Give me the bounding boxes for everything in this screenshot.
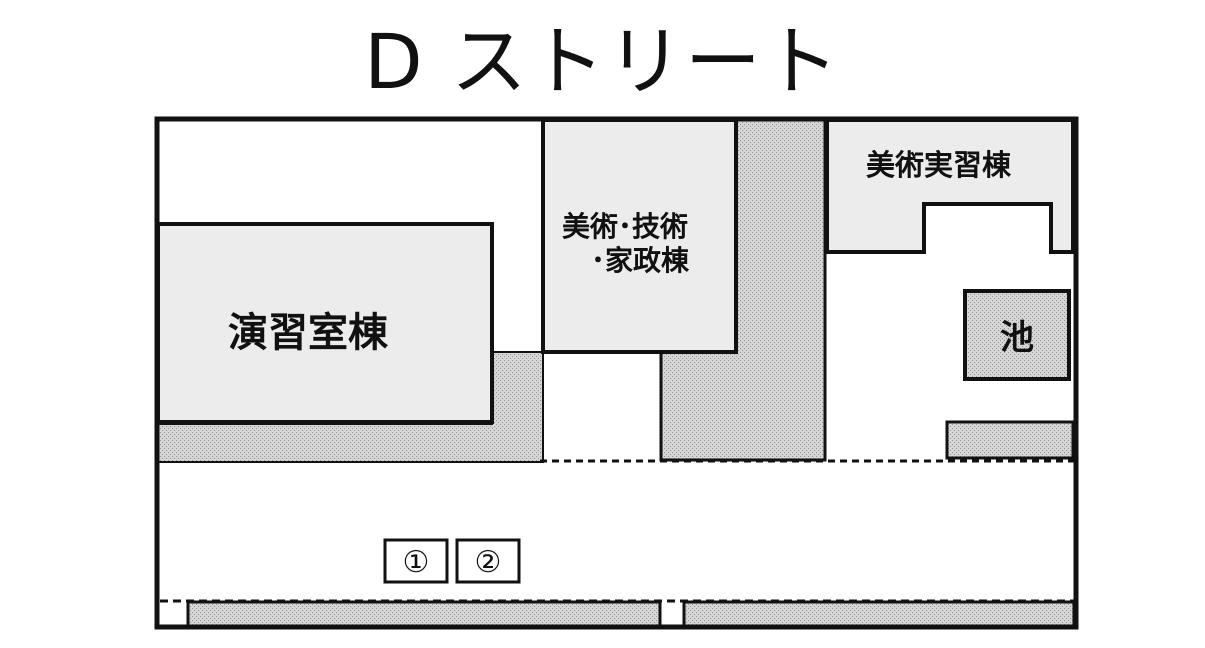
label-bijutsu-line1: 美術･技術 <box>562 210 688 243</box>
label-jisshu: 美術実習棟 <box>866 148 1012 182</box>
spot-marker-1: ① <box>403 545 430 580</box>
shaded-strip-bottom-left <box>186 600 662 628</box>
pond <box>963 289 1071 381</box>
label-pond: 池 <box>1000 318 1034 358</box>
building-bijutsu-gijutsu-kasei <box>541 118 738 354</box>
building-enshu <box>156 222 494 424</box>
building-bijutsu-jisshu <box>825 118 1075 254</box>
map-title: D ストリート <box>364 17 841 106</box>
label-enshu: 演習室棟 <box>228 310 389 356</box>
shaded-area-right <box>945 420 1075 460</box>
shaded-strip-bottom-right <box>682 600 1076 628</box>
spot-marker-2: ② <box>475 545 502 580</box>
spot-box-1 <box>383 538 449 584</box>
map-frame <box>154 116 1079 630</box>
label-bijutsu-line2: ･家政棟 <box>591 244 690 277</box>
spot-box-2 <box>455 538 521 584</box>
